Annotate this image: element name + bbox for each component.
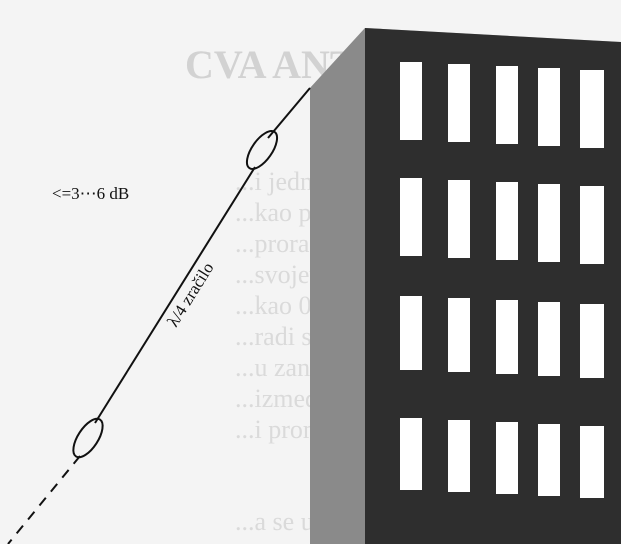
gain-label: <=3⋯6 dB [52, 184, 129, 203]
building-front-wall [365, 28, 621, 544]
wire-antenna [7, 87, 311, 544]
window [580, 304, 604, 378]
window [448, 180, 470, 258]
building-windows [400, 62, 604, 498]
window [538, 68, 560, 146]
window [448, 298, 470, 372]
insulator [72, 417, 104, 459]
building-side-wall [310, 28, 365, 544]
window [580, 70, 604, 148]
window [496, 300, 518, 374]
window [400, 296, 422, 370]
window [580, 186, 604, 264]
window [496, 182, 518, 260]
window [448, 420, 470, 492]
window [538, 302, 560, 376]
window [400, 418, 422, 490]
feed-line-dashed [7, 455, 81, 544]
radiator-wire [94, 166, 256, 424]
window [448, 64, 470, 142]
feed-wire [267, 87, 311, 139]
insulator [245, 130, 279, 170]
window [400, 178, 422, 256]
window [496, 66, 518, 144]
window [580, 426, 604, 498]
window [538, 184, 560, 262]
window [496, 422, 518, 494]
window [538, 424, 560, 496]
window [400, 62, 422, 140]
building [310, 28, 621, 544]
